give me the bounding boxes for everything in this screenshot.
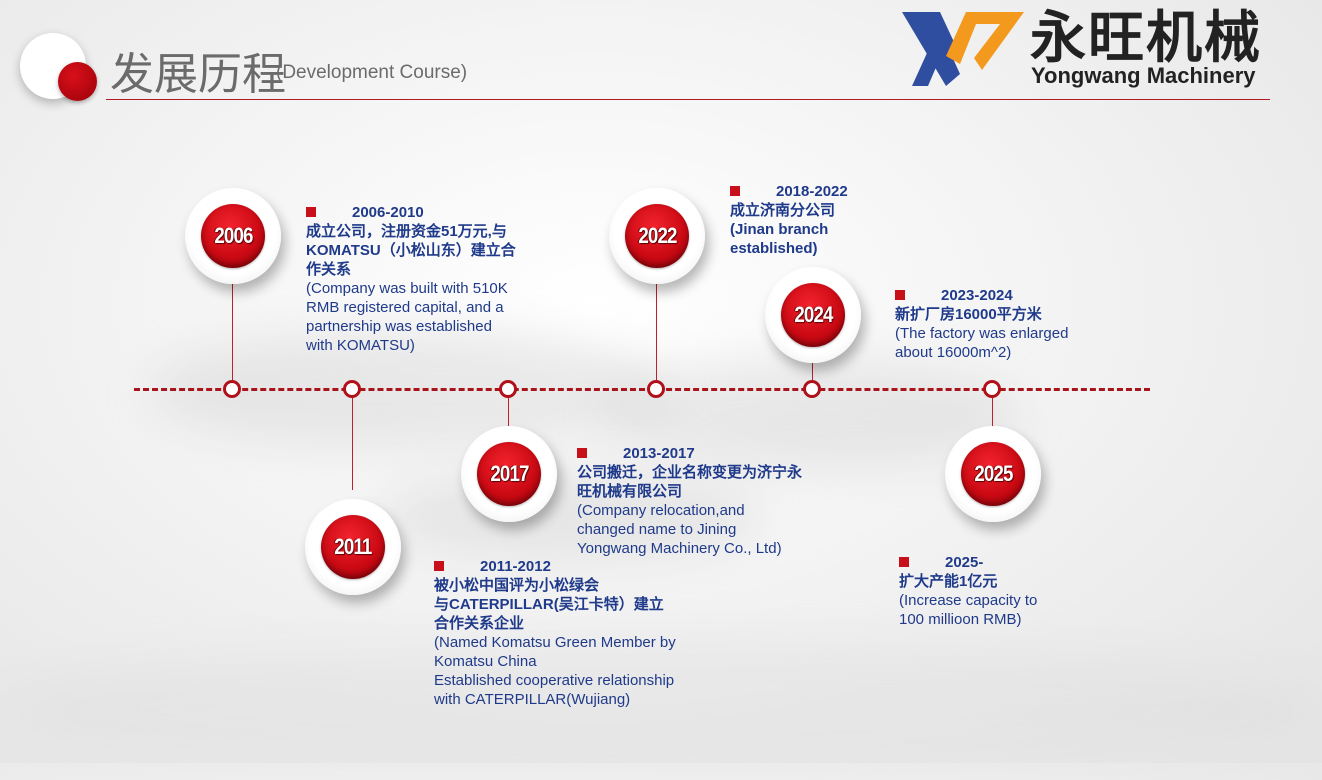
connector-2022	[656, 283, 657, 381]
bullet-square	[895, 290, 905, 300]
connector-2024	[812, 360, 813, 380]
timeline-line	[134, 388, 1150, 391]
bullet-square	[899, 557, 909, 567]
year-badge-2006: 2006	[185, 188, 281, 284]
year-badge-2017: 2017	[461, 426, 557, 522]
year-badge-2022: 2022	[609, 188, 705, 284]
logo-name-en: Yongwang Machinery	[1031, 63, 1256, 88]
bullet-square	[577, 448, 587, 458]
milestone-text-cn: 新扩厂房16000平方米	[895, 306, 1042, 323]
year-label: 2024	[793, 302, 833, 327]
milestone-2025: 2025- 扩大产能1亿元 (Increase capacity to 100 …	[899, 552, 1099, 629]
bullet-square	[306, 207, 316, 217]
bullet-square	[434, 561, 444, 571]
title-decoration-dot	[58, 62, 97, 101]
timeline-node-2024	[803, 380, 821, 398]
milestone-period: 2011-2012	[480, 557, 551, 575]
connector-2017	[508, 398, 509, 428]
timeline-node-2006	[223, 380, 241, 398]
milestone-text-en: (Increase capacity to 100 millioon RMB)	[899, 592, 1038, 628]
connector-2006	[232, 283, 233, 381]
milestone-period: 2025-	[945, 553, 984, 571]
milestone-2022: 2018-2022 成立济南分公司 (Jinan branch establis…	[730, 181, 890, 258]
milestone-text-cn: 被小松中国评为小松绿会 与CATERPILLAR(吴江卡特）建立 合作关系企业	[434, 577, 664, 632]
milestone-2011: 2011-2012 被小松中国评为小松绿会 与CATERPILLAR(吴江卡特）…	[434, 556, 704, 709]
year-label: 2017	[489, 461, 529, 486]
milestone-period: 2018-2022	[776, 182, 848, 200]
page-title: 发展历程	[110, 49, 286, 100]
milestone-period: 2013-2017	[623, 444, 695, 462]
timeline-node-2011	[343, 380, 361, 398]
timeline-node-2025	[983, 380, 1001, 398]
connector-2025	[992, 398, 993, 428]
logo-name-cn: 永旺机械	[1030, 6, 1262, 71]
year-label: 2022	[637, 223, 677, 248]
milestone-period: 2023-2024	[941, 286, 1013, 304]
cloud-decoration	[380, 470, 760, 560]
year-badge-2025: 2025	[945, 426, 1041, 522]
year-label: 2025	[973, 461, 1013, 486]
page-subtitle: (Development Course)	[276, 62, 468, 83]
timeline-node-2022	[647, 380, 665, 398]
year-badge-2011: 2011	[305, 499, 401, 595]
milestone-text-en: (Named Komatsu Green Member by Komatsu C…	[434, 634, 676, 708]
milestone-2006: 2006-2010 成立公司，注册资金51万元,与 KOMATSU（小松山东）建…	[306, 202, 556, 355]
milestone-text-en: (Company was built with 510K RMB registe…	[306, 280, 508, 354]
bullet-square	[730, 186, 740, 196]
milestone-2024: 2023-2024 新扩厂房16000平方米 (The factory was …	[895, 285, 1095, 362]
year-label: 2006	[213, 223, 253, 248]
timeline-node-2017	[499, 380, 517, 398]
milestone-text-en: (Company relocation,and changed name to …	[577, 502, 782, 557]
milestone-2017: 2013-2017 公司搬迁，企业名称变更为济宁永 旺机械有限公司 (Compa…	[577, 443, 827, 558]
cloud-decoration	[0, 640, 1322, 780]
milestone-text-en: (The factory was enlarged about 16000m^2…	[895, 325, 1069, 361]
connector-2011	[352, 398, 353, 490]
milestone-text-cn: 扩大产能1亿元	[899, 573, 998, 590]
year-label: 2011	[334, 534, 372, 559]
milestone-period: 2006-2010	[352, 203, 424, 221]
milestone-text-cn: 公司搬迁，企业名称变更为济宁永 旺机械有限公司	[577, 464, 803, 500]
title-divider	[106, 99, 1270, 100]
milestone-text-cn: 成立济南分公司 (Jinan branch established)	[730, 202, 836, 257]
year-badge-2024: 2024	[765, 267, 861, 363]
milestone-text-cn: 成立公司，注册资金51万元,与 KOMATSU（小松山东）建立合 作关系	[306, 223, 516, 278]
company-logo-icon	[902, 12, 1024, 86]
